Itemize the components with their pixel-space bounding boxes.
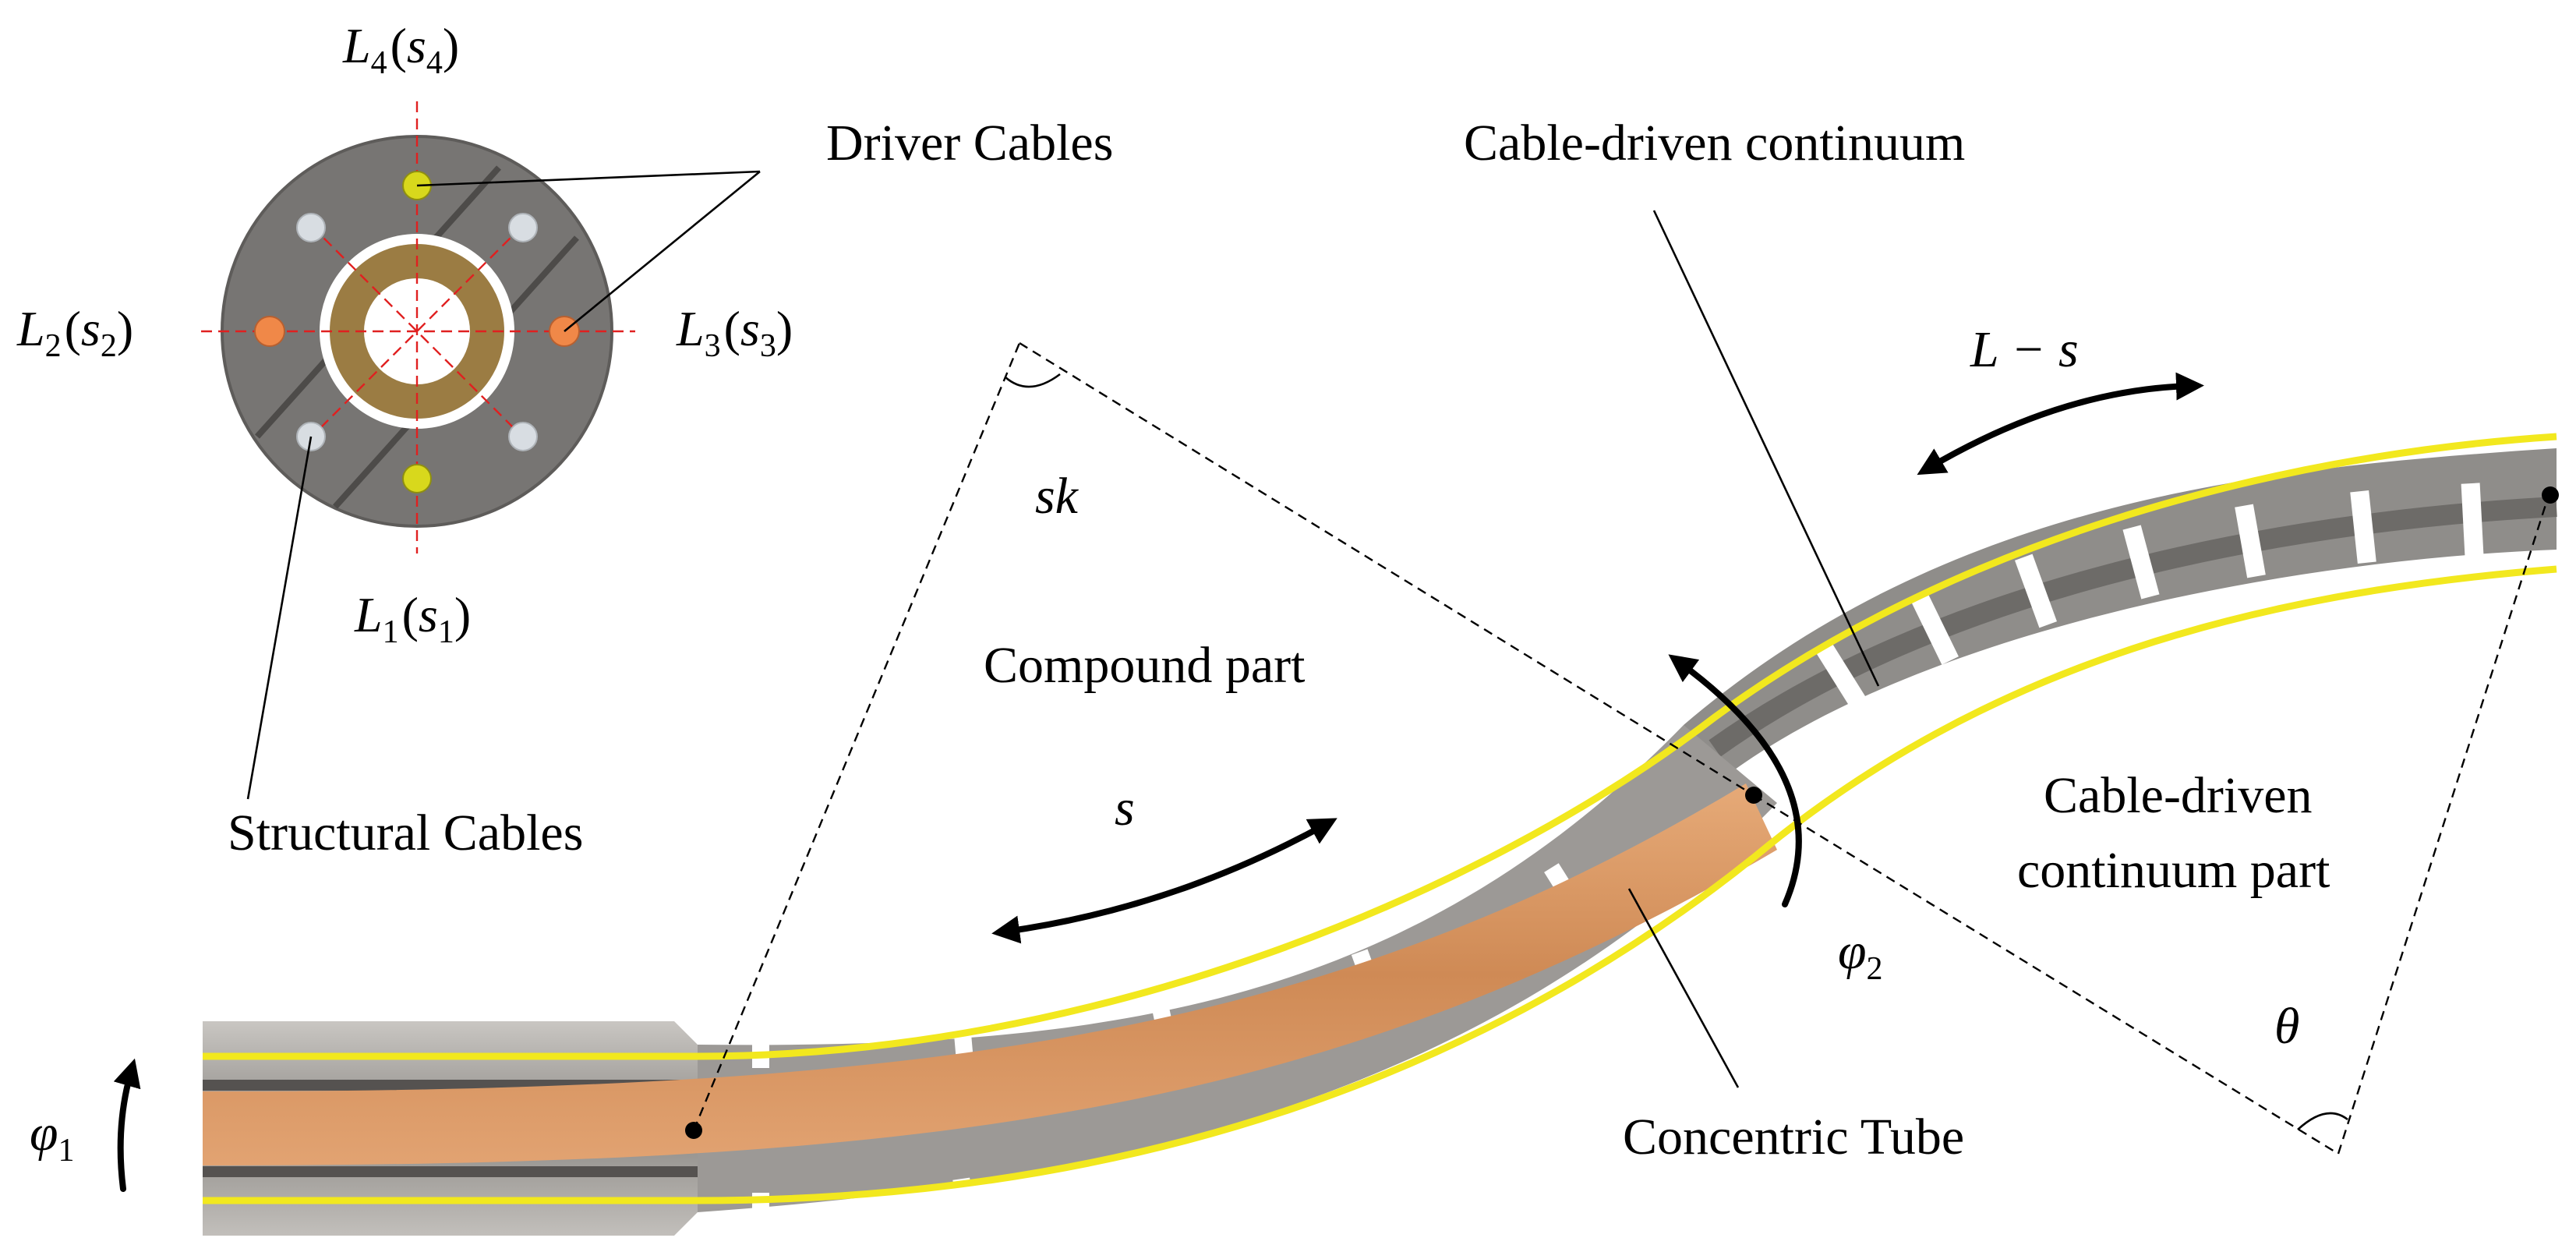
arrow-phi1 bbox=[113, 1058, 141, 1192]
diagonal-axis bbox=[311, 225, 523, 437]
continuum-slots bbox=[1814, 483, 2484, 711]
label-sk: sk bbox=[1035, 468, 1080, 525]
concentric-tube bbox=[203, 783, 1777, 1165]
structural-cables-leader bbox=[246, 436, 313, 800]
driver-cables-leader bbox=[416, 170, 761, 187]
robot-body bbox=[203, 433, 2557, 1236]
label-phi2: φ2 bbox=[1838, 923, 1883, 987]
driver-cable-L1 bbox=[402, 464, 432, 493]
cross-section bbox=[201, 101, 761, 800]
structural-cables-label: Structural Cables bbox=[228, 805, 583, 861]
yellow-cable-lower bbox=[203, 565, 2557, 1204]
compound-part-label: Compound part bbox=[984, 637, 1305, 694]
arrow-L-minus-s bbox=[1917, 372, 2204, 476]
geometry-lines bbox=[685, 341, 2559, 1155]
label-L2: L2(s2) bbox=[16, 301, 133, 364]
angle-arc-theta bbox=[2297, 1112, 2348, 1130]
label-s: s bbox=[1115, 780, 1135, 836]
structural-cable-hole bbox=[296, 213, 326, 242]
radius-line-mid bbox=[1019, 341, 1754, 797]
concentric-tube-leader bbox=[1627, 888, 1740, 1088]
driver-cables-label: Driver Cables bbox=[826, 115, 1113, 172]
label-L1: L1(s1) bbox=[354, 587, 471, 650]
label-L3: L3(s3) bbox=[676, 301, 793, 364]
radius-line-continuation bbox=[1753, 794, 2339, 1155]
angle-arc-sk bbox=[1005, 373, 1061, 388]
base-dark-band bbox=[203, 1166, 698, 1177]
continuum-body bbox=[1684, 448, 2557, 776]
label-L4: L4(s4) bbox=[342, 18, 459, 81]
continuum-leader bbox=[1652, 210, 1880, 687]
continuum-segment-shadow bbox=[1708, 497, 2557, 757]
structural-cable-hole bbox=[508, 422, 538, 451]
driver-cable-L2 bbox=[254, 316, 285, 347]
point-tip bbox=[2542, 486, 2559, 504]
cable-driven-part-label-2: continuum part bbox=[2017, 842, 2330, 899]
driver-cables-leader bbox=[564, 170, 761, 333]
concentric-tube-label: Concentric Tube bbox=[1623, 1109, 1964, 1165]
arrow-phi2 bbox=[1668, 654, 1802, 907]
radius-line-base bbox=[692, 342, 1021, 1131]
structural-cable-hole bbox=[508, 213, 538, 242]
arrow-s bbox=[991, 818, 1337, 944]
label-L-minus-s: L − s bbox=[1970, 321, 2079, 378]
yellow-cable-upper bbox=[203, 433, 2557, 1060]
point-base bbox=[685, 1122, 702, 1139]
label-theta: θ bbox=[2274, 998, 2299, 1055]
radius-line-tip bbox=[2337, 494, 2550, 1155]
point-junction bbox=[1745, 787, 1762, 804]
diagonal-axis bbox=[311, 225, 523, 437]
label-phi1: φ1 bbox=[30, 1105, 75, 1169]
cable-driven-part-label-1: Cable-driven bbox=[2044, 767, 2313, 824]
cable-driven-continuum-label: Cable-driven continuum bbox=[1464, 115, 1965, 172]
